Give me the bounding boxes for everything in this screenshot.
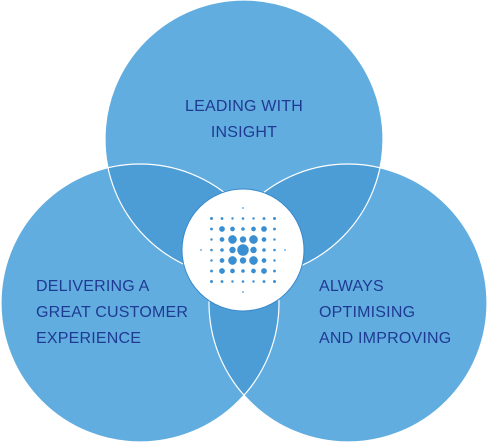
logo-dot [284,249,286,251]
logo-dot [237,244,249,256]
logo-dot [210,238,213,241]
label-line: GREAT CUSTOMER [36,304,189,321]
logo-dot [239,236,247,243]
logo-dot [261,237,267,242]
logo-dot [262,217,266,220]
logo-dot [273,227,276,231]
logo-dot [262,280,266,283]
logo-dot [220,217,224,220]
logo-dot [251,268,256,274]
logo-dot [252,280,255,283]
logo-dot [273,238,276,241]
logo-dot [219,258,225,263]
logo-dot [242,207,244,209]
logo-dot [210,280,213,283]
logo-dot [231,217,234,220]
logo-dot [262,248,266,252]
label-leading-with-insight: LEADING WITH INSIGHT [104,94,384,146]
logo-dot [252,217,255,220]
logo-dot [220,280,224,283]
logo-dot [250,246,257,254]
logo-dot [273,259,276,262]
logo-dot [273,248,276,252]
label-line: AND IMPROVING [319,330,452,347]
logo-dot [249,256,258,265]
label-line: EXPERIENCE [36,330,142,347]
label-line: LEADING WITH [185,98,303,115]
label-line: ALWAYS [319,278,384,295]
logo-dot [242,291,244,293]
label-line: INSIGHT [210,124,278,141]
logo-dot [210,217,213,220]
logo-dot [230,268,235,274]
logo-dot [261,258,267,263]
logo-dot [241,269,245,273]
logo-dot [220,248,224,252]
logo-dot [210,269,213,273]
logo-dot [261,226,267,232]
logo-dot [219,268,225,274]
logo-dot [200,249,202,251]
logo-dot [241,227,245,231]
label-line: DELIVERING A [36,278,150,295]
logo-dot [210,227,213,231]
logo-dot [273,280,276,283]
logo-dot [228,235,237,244]
label-optimising-improving: ALWAYS OPTIMISING AND IMPROVING [319,274,451,352]
logo-dot [261,268,267,274]
logo-dot [210,259,213,262]
logo-dot [228,256,237,265]
label-line: OPTIMISING [319,304,416,321]
logo-dot [251,226,256,232]
logo-dot [219,237,225,242]
logo-dot [230,226,235,232]
logo-dot [273,217,276,220]
logo-dot [241,217,245,220]
logo-dot [273,269,276,273]
label-customer-experience: DELIVERING A GREAT CUSTOMER EXPERIENCE [36,274,188,352]
logo-dot [231,280,234,283]
logo-dot [219,226,225,232]
dotted-sphere-logo-icon [181,188,305,312]
logo-dot [229,246,236,254]
logo-dot [210,248,213,252]
logo-dot [239,257,247,264]
logo-dot [241,280,245,283]
logo-dot [249,235,258,244]
